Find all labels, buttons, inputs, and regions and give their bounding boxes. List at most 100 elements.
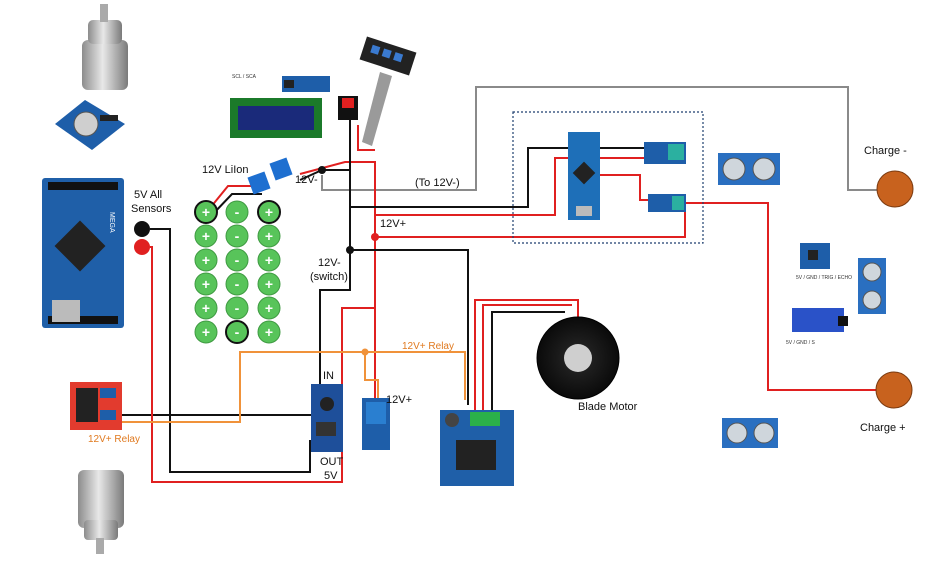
wire-relay-orange [100, 351, 466, 423]
junction-dot [371, 233, 379, 241]
battery-cell-sign: + [202, 300, 210, 316]
label-relay-left: 12V+ Relay [88, 434, 140, 445]
rocker-switch-icon [338, 96, 358, 120]
sensor-small-icon [648, 194, 686, 212]
wire-battery-black [211, 193, 262, 216]
blade-motor-icon [536, 316, 620, 400]
battery-cell [257, 320, 281, 344]
label-converter-in: IN [323, 370, 334, 382]
battery-cell [194, 272, 218, 296]
charge-plus-terminal [875, 371, 913, 409]
label-to-12v-minus: (To 12V-) [415, 177, 460, 189]
ultrasonic-sensor-icon [858, 258, 886, 314]
battery-cell [257, 248, 281, 272]
battery-cell [225, 296, 249, 320]
label-charge-minus: Charge - [864, 145, 907, 157]
junction-dot [318, 166, 326, 174]
battery-cell-sign: - [235, 228, 240, 244]
junction-dot [346, 246, 354, 254]
battery-cell [225, 200, 249, 224]
gear-motor-icon [82, 4, 128, 90]
battery-cell-sign: + [202, 276, 210, 292]
wire-connector-red [299, 161, 376, 410]
ultrasonic-sensor-icon [718, 153, 780, 185]
label-converter-out: OUT [320, 456, 344, 468]
wire-black-nano [350, 147, 668, 208]
battery-cell-sign: - [235, 252, 240, 268]
arduino-mega-icon: MEGA [42, 178, 124, 328]
battery-cell [225, 224, 249, 248]
wire-blade-red-2 [482, 304, 572, 412]
relay-small-icon [644, 142, 686, 164]
battery-cell-sign: + [202, 204, 210, 220]
label-blade-motor: Blade Motor [578, 401, 638, 413]
battery-cell [257, 272, 281, 296]
label-5v-all: 5V All [134, 189, 162, 201]
battery-pack: ++++++------++++++ [194, 200, 281, 344]
wire-charge-plus [680, 202, 878, 391]
wire-5v-black [150, 228, 311, 473]
lcd-display-icon [230, 76, 330, 138]
wire-charge-minus [321, 86, 878, 191]
imu-module-icon [800, 243, 830, 269]
ir-sensor-icon [792, 308, 848, 332]
label-sensor-pins-2: 5V / GND / S [786, 340, 816, 346]
sensor-rail-terminals [134, 221, 150, 255]
battery-cell-sign: - [235, 276, 240, 292]
battery-cell [225, 248, 249, 272]
wire-red-sensor [375, 208, 686, 238]
label-12v-plus-mid: 12V+ [380, 218, 406, 230]
keypad-icon [359, 36, 417, 146]
terminal-red [134, 239, 150, 255]
battery-cell [225, 320, 249, 344]
label-12v-minus-top: 12V- [295, 174, 318, 186]
nano-enclosure [512, 111, 704, 244]
battery-cell-sign: + [202, 252, 210, 268]
battery-cell-sign: - [235, 300, 240, 316]
wire-blade-black [491, 311, 565, 412]
label-sensors: Sensors [131, 203, 172, 215]
battery-cell-sign: + [202, 228, 210, 244]
battery-cell [257, 200, 281, 224]
gear-motor-icon [78, 470, 124, 554]
label-sensor-pins-1: 5V / GND / TRIG / ECHO [796, 275, 852, 281]
battery-cell-sign: + [265, 228, 273, 244]
label-charge-plus: Charge + [860, 422, 906, 434]
wire-5v-red [150, 246, 375, 483]
battery-cell-sign: + [265, 324, 273, 340]
wire-blade-red-1 [474, 299, 579, 412]
motor-driver-icon [70, 382, 122, 430]
label-converter-5v: 5V [324, 470, 338, 482]
wire-relay-orange-2 [364, 352, 379, 398]
battery-cell [257, 224, 281, 248]
battery-cell-sign: - [235, 324, 240, 340]
battery-cell [194, 248, 218, 272]
terminal-black [134, 221, 150, 237]
charge-minus-terminal [876, 170, 914, 208]
battery-cell [194, 200, 218, 224]
battery-cell-sign: + [202, 324, 210, 340]
battery-cell-sign: + [265, 252, 273, 268]
junctions [318, 166, 379, 356]
battery-cell-sign: + [265, 300, 273, 316]
battery-connector [247, 157, 293, 195]
label-switch: (switch) [310, 271, 348, 283]
label-relay-12v: 12V+ [386, 394, 412, 406]
battery-cell [194, 296, 218, 320]
rtc-module-icon [55, 100, 125, 150]
battery-cell [194, 320, 218, 344]
ultrasonic-sensor-icon [722, 418, 778, 448]
wires [100, 86, 878, 483]
mega-brand: MEGA [108, 212, 115, 233]
wire-black-nano-2 [350, 249, 469, 405]
bts-driver-icon [440, 410, 514, 486]
label-battery: 12V LiIon [202, 164, 248, 176]
arduino-nano-icon [568, 132, 600, 220]
label-relay-top: 12V+ Relay [402, 341, 454, 352]
buck-converter-icon [311, 384, 343, 452]
wire-switch-red [357, 125, 375, 151]
battery-cell-sign: + [265, 204, 273, 220]
battery-cell-sign: - [235, 204, 240, 220]
junction-dot [361, 348, 369, 356]
